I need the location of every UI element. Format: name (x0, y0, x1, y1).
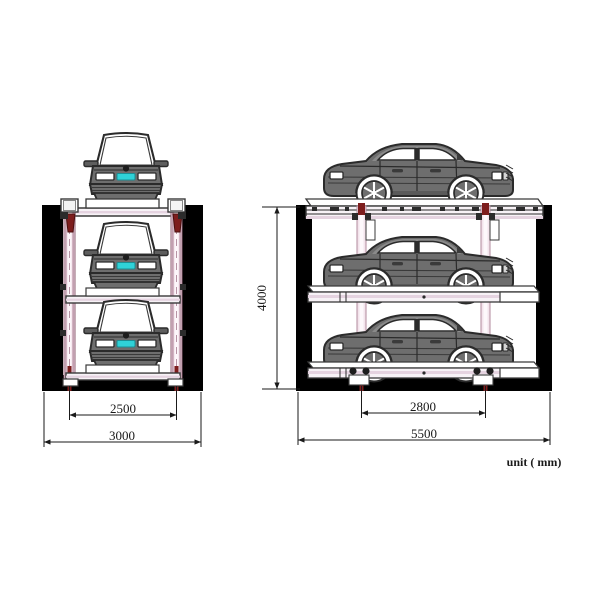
dimension-label-2800: 2800 (410, 399, 436, 414)
dimension-label-4000: 4000 (254, 285, 269, 311)
dimension-label-2500: 2500 (110, 401, 136, 416)
side-view-base-rollers (348, 367, 494, 386)
dimension-5500 (297, 392, 551, 445)
side-view-level-ground (306, 313, 541, 386)
side-view-level-top (304, 142, 545, 219)
front-top-platform (62, 198, 183, 217)
dimension-4000 (262, 206, 300, 390)
front-view-level-top (62, 131, 183, 217)
dimension-2800 (361, 386, 486, 418)
front-elevation-view: 2500 3000 (42, 131, 203, 447)
dimension-label-3000: 3000 (109, 428, 135, 443)
dimension-2500 (69, 386, 177, 420)
front-view-level-middle (65, 220, 181, 304)
side-elevation-view: 4000 2800 5500 (254, 142, 552, 445)
unit-note: unit ( mm) (507, 455, 562, 469)
front-ground-platform (65, 364, 181, 381)
dimension-3000 (43, 392, 202, 447)
side-top-platform (304, 198, 545, 219)
dimension-label-5500: 5500 (411, 426, 437, 441)
front-view-level-ground (62, 298, 184, 387)
side-view-level-middle (306, 235, 541, 305)
side-ground-platform (306, 361, 541, 379)
side-middle-platform (306, 285, 541, 303)
